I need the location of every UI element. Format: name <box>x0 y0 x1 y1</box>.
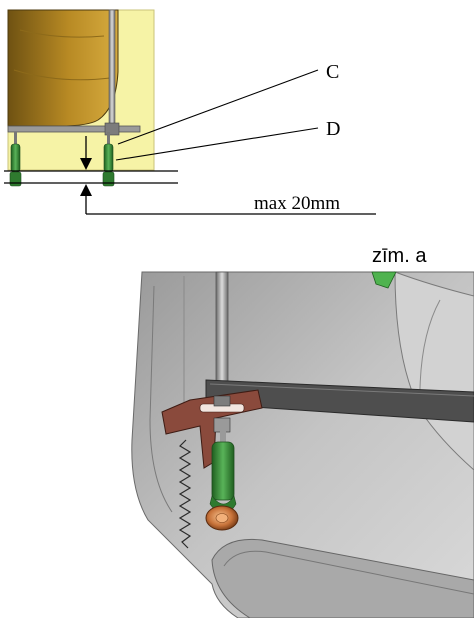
dimension-arrow-up <box>80 184 376 215</box>
green-leg-shaft <box>220 430 226 444</box>
bracket-closeup-detail <box>131 271 474 618</box>
threaded-rod <box>215 271 229 383</box>
tension-spring <box>178 439 192 549</box>
support-rod <box>108 9 116 129</box>
hex-nut-upper <box>213 395 231 407</box>
green-leg <box>211 441 235 501</box>
hex-nut-lower <box>213 417 231 433</box>
leader-line-d <box>115 127 319 161</box>
callout-label-c: C <box>326 61 339 83</box>
frame-rail-dark <box>205 379 474 423</box>
frame-rail <box>7 125 141 133</box>
leader-line-c <box>117 69 319 145</box>
panel-bottom-lip <box>211 538 474 618</box>
green-tab <box>371 271 397 289</box>
max-gap-label: max 20mm <box>254 193 340 214</box>
callout-label-d: D <box>326 118 340 140</box>
side-view-detail: C D max 20mm <box>4 9 376 215</box>
dimension-arrow-down <box>80 136 92 170</box>
figure-caption: zīm. a <box>372 245 427 267</box>
bathtub-body <box>7 9 119 127</box>
